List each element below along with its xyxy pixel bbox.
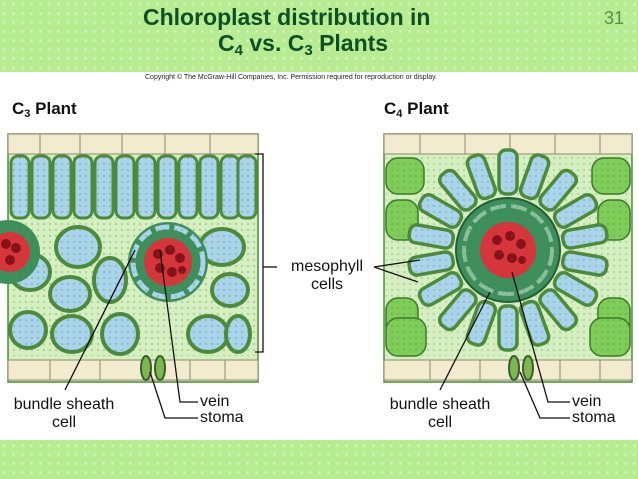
copyright-notice: Copyright © The McGraw-Hill Companies, I…	[145, 74, 438, 81]
c4-bundle-sheath-line-1: bundle sheath	[389, 396, 491, 413]
c3-upper-epidermis	[7, 133, 259, 155]
c4-bundle-sheath-label: bundle sheath cell	[380, 396, 500, 432]
c3-lower-epidermis	[7, 359, 259, 381]
c4-label-suffix: Plant	[402, 99, 449, 118]
c4-label-prefix: C	[384, 99, 397, 118]
title-vs: vs. C	[242, 30, 305, 56]
c3-label-suffix: Plant	[30, 99, 77, 118]
c4-label-sub: 4	[396, 108, 403, 120]
c4-stoma	[508, 355, 534, 381]
title-line-1: Chloroplast distribution in	[143, 4, 431, 30]
c3-bundle-sheath-line-2: cell	[51, 414, 76, 431]
c3-bundle-sheath-label: bundle sheath cell	[4, 396, 124, 432]
c3-plant-label: C3 Plant	[12, 99, 77, 120]
c3-label-sub: 3	[24, 108, 31, 120]
c3-bundle-sheath-line-1: bundle sheath	[13, 396, 115, 413]
title-c3-sub: 3	[304, 42, 313, 59]
mesophyll-line-2: cells	[310, 276, 343, 293]
c4-bundle-sheath-line-2: cell	[427, 414, 452, 431]
title-c4-sub: 4	[234, 42, 243, 59]
mesophyll-line-1: mesophyll	[290, 258, 364, 275]
c3-label-prefix: C	[12, 99, 25, 118]
c4-vein-label: vein	[572, 393, 602, 410]
title-line-2: C4 vs. C3 Plants	[218, 31, 388, 63]
figure-panel: Copyright © The McGraw-Hill Companies, I…	[0, 72, 638, 440]
c4-leader-lines	[373, 259, 570, 419]
title-suffix: Plants	[312, 30, 389, 56]
title-c4-prefix: C	[218, 30, 235, 56]
c3-stoma-label: stoma	[200, 409, 244, 426]
c4-lower-epidermis	[383, 359, 633, 381]
leaf-cross-sections	[0, 133, 633, 419]
c4-leaf-section	[383, 133, 633, 383]
c3-leader-lines	[64, 249, 198, 419]
c4-stoma-label: stoma	[572, 409, 616, 426]
mesophyll-label: mesophyll cells	[277, 258, 377, 294]
c3-vein-label: vein	[200, 393, 230, 410]
page-number: 31	[603, 8, 624, 28]
c4-plant-label: C4 Plant	[384, 99, 449, 120]
mesophyll-bracket	[255, 153, 264, 353]
c3-stoma	[140, 355, 166, 381]
c3-leaf-section	[0, 133, 277, 383]
